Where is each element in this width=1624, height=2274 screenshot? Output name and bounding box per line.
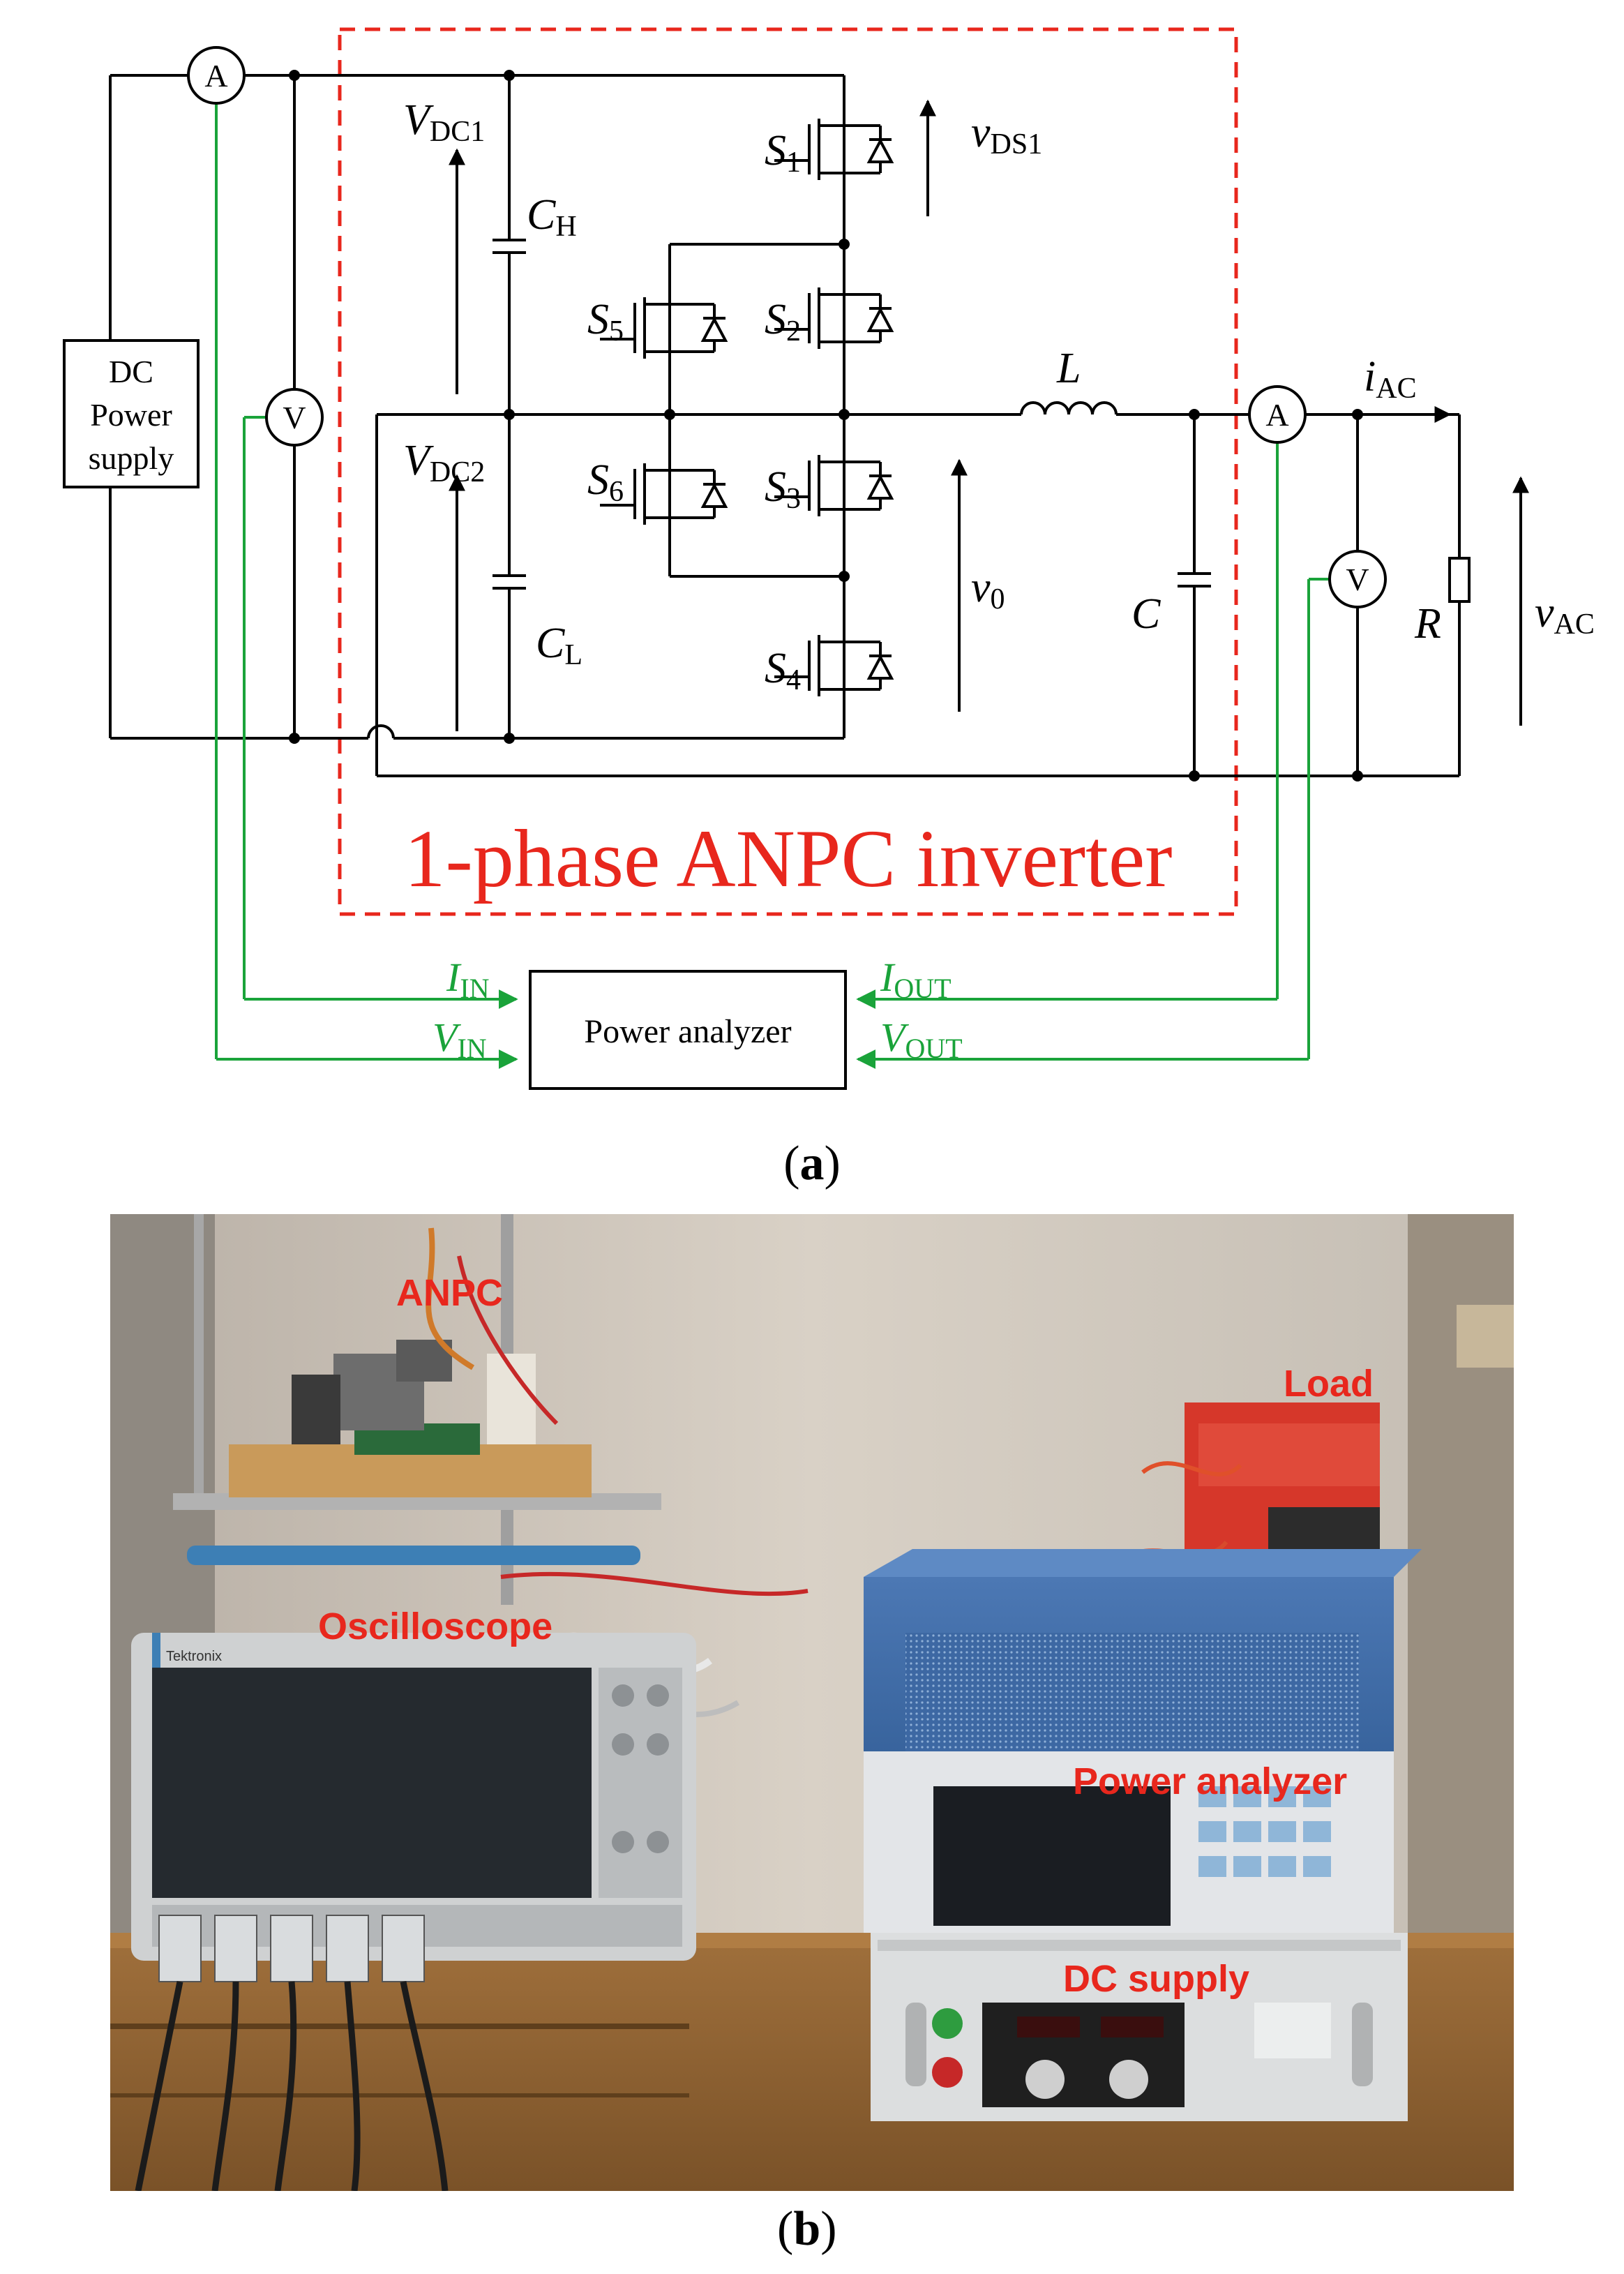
power-analyzer-screen: [933, 1786, 1171, 1926]
power-analyzer-box: [529, 970, 847, 1090]
vds1-label: vDS1: [971, 109, 1042, 160]
anpc-photo-label: ANPC: [396, 1272, 504, 1314]
dc-supply-label: supply: [89, 440, 174, 476]
inverter-label: 1-phase ANPC inverter: [404, 813, 1172, 904]
caption-a: (a): [783, 1137, 841, 1190]
shelf-frame: [194, 1214, 204, 1507]
output-ammeter: [1248, 385, 1307, 444]
v0-label: v0: [971, 564, 1005, 615]
dc-supply-box: [63, 339, 200, 488]
ammeter-symbol: A: [1265, 397, 1288, 433]
oscilloscope-photo-label: Oscilloscope: [318, 1606, 553, 1647]
iout-label: IOUT: [880, 955, 952, 1004]
circuit-diagram: A V A V DC Power supply VDC1 VDC2 CH CL …: [63, 27, 1595, 1190]
output-voltmeter: [1328, 550, 1387, 608]
power-analyzer-label: Power analyzer: [584, 1013, 791, 1050]
dc-supply-photo-label: DC supply: [1063, 1958, 1250, 2000]
power-analyzer-photo-label: Power analyzer: [1073, 1760, 1348, 1802]
resistor-label: R: [1414, 600, 1441, 648]
resistor-r: [1448, 557, 1471, 603]
input-ammeter: [187, 46, 246, 105]
s5-label: S5: [587, 296, 624, 347]
s6-label: S6: [587, 456, 624, 508]
iac-label: iAC: [1364, 353, 1417, 405]
inverter-boundary: [338, 27, 1238, 916]
vac-label: vAC: [1535, 589, 1595, 641]
ammeter-symbol: A: [204, 58, 227, 93]
iin-label: IIN: [446, 955, 490, 1004]
dc-supply-label: DC: [109, 354, 153, 389]
vdc1-label: VDC1: [403, 96, 485, 148]
capacitor-label: C: [1131, 590, 1161, 638]
switch-s5: [600, 297, 728, 359]
vout-label: VOUT: [880, 1015, 963, 1064]
lab-setup-photo: Tektronix ANPC: [110, 1214, 1514, 2191]
cl-label: CL: [536, 620, 582, 671]
voltmeter-symbol: V: [283, 400, 306, 435]
voltmeter-symbol: V: [1346, 562, 1369, 597]
s1-label: S1: [765, 127, 801, 179]
switch-s6: [600, 463, 728, 525]
vin-label: VIN: [433, 1015, 487, 1064]
oscilloscope-brand: Tektronix: [166, 1649, 222, 1664]
oscilloscope-screen: [152, 1668, 592, 1898]
dc-supply-label: Power: [90, 397, 172, 433]
inductor-label: L: [1056, 345, 1081, 392]
input-voltmeter: [265, 388, 324, 447]
vdc2-label: VDC2: [403, 437, 485, 488]
s2-label: S2: [765, 296, 801, 347]
caption-b: (b): [777, 2202, 837, 2256]
ch-label: CH: [527, 191, 577, 243]
switch-s1: [774, 119, 894, 180]
switch-s3: [774, 455, 894, 516]
s3-label: S3: [765, 463, 801, 515]
switch-s2: [774, 287, 894, 349]
switch-s4: [774, 635, 894, 696]
load-photo-label: Load: [1284, 1363, 1374, 1405]
s4-label: S4: [765, 645, 801, 696]
